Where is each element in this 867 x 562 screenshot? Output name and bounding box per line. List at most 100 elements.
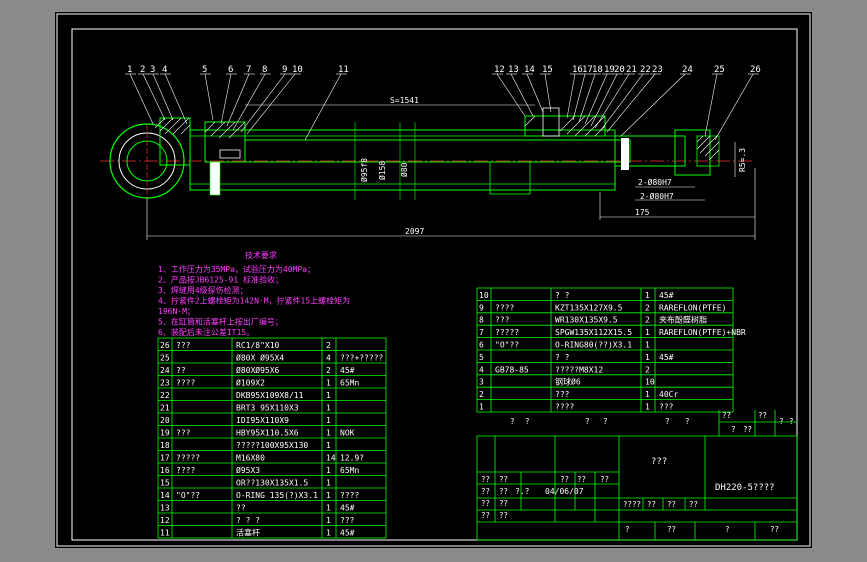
rear-head-hatch [154,117,191,135]
callout-25: 25 [714,65,725,75]
bom-cell-qty: 1 [645,390,650,399]
bom-cell-name: ? ? [555,291,570,300]
title-cell: ? [625,525,630,534]
bom-cell-mat: ???+????? [340,354,384,363]
bom-cell-name: SPGW135X112X15.5 [555,328,632,337]
callout-21: 21 [626,65,637,75]
title-cell: ?? [481,487,490,496]
bom-cell-name: 钢球Ø6 [555,377,581,387]
bom-cell-qty: 1 [326,416,331,425]
callout-23: 23 [652,65,663,75]
gland-bolt [542,107,560,137]
cylinder-tube [189,129,616,191]
bom-cell-name: ? ? [555,353,570,362]
title-cell: ?? [689,500,698,509]
bom-cell-code: ??? [176,429,191,438]
inner-border [71,28,798,541]
bom-cell-code: GB78-85 [495,365,529,374]
bom-cell-name: Ø80X Ø95X4 [236,353,284,363]
callout-6: 6 [228,65,233,75]
bom-cell-no: 11 [160,529,170,538]
bom-cell-qty: 2 [645,303,650,312]
bom-cell-mat: ??? [340,516,355,525]
callout-14: 14 [524,65,535,75]
rod-eye-hatch [696,135,720,161]
bom-cell-name: KZT135X127X9.5 [555,303,623,312]
bom-cell-qty: 1 [645,353,650,362]
title-cell: ? [725,525,730,534]
cylinder-assembly [100,73,756,240]
bom-cell-mat: RAREFLON(PTFE) [659,303,726,312]
bom-cell-qty: 1 [326,479,331,488]
bom-cell-code: ?? [176,366,186,375]
tech-req-heading: 技术要求 [245,250,277,260]
callout-17: 17 [582,65,593,75]
rod-eye [674,129,711,176]
bom-cell-qty: 1 [326,404,331,413]
callout-19: 19 [604,65,615,75]
bom-cell-code: ???? [176,379,195,388]
bom-cell-qty: 1 [326,504,331,513]
date: 04/06/07 [545,487,584,496]
title-cell: ?? [499,487,508,496]
dim-pin: 2-Ø80H7 [638,177,672,187]
bom-cell-no: 1 [479,403,484,412]
title-cell: ? [779,417,784,426]
bom-cell-qty: 14 [326,454,336,463]
technical-requirements: 技术要求 1、工作压力为35MPa，试验压力为40MPa；2、产品按JB6125… [158,250,350,337]
bom-cell-no: 16 [160,466,170,475]
callout-26: 26 [750,65,761,75]
bore-dia-2: Ø80 [399,162,409,177]
bom-cell-qty: 1 [326,441,331,450]
title-cell: ?? [758,411,767,420]
title-cell: ?? [743,425,752,434]
bom-cell-mat: 65Mn [340,379,359,388]
callout-1: 1 [127,65,132,75]
title-cell: ?? [481,511,490,520]
title-cell: ? [603,417,608,426]
callout-8: 8 [262,65,267,75]
bom-cell-no: 9 [479,303,484,312]
callout-22: 22 [640,65,651,75]
gland-hatch [524,115,606,137]
bom-cell-code: "O"?? [495,341,519,350]
tech-req-line: 1、工作压力为35MPa，试验压力为40MPa； [158,264,315,274]
bom-cell-name: DKB95X109X8/11 [236,391,304,400]
bom-cell-code: "O"?? [176,491,200,500]
stroke-dim: S=1541 [390,96,419,105]
bom-cell-qty: 1 [326,529,331,538]
bom-cell-name: RC1/8"X10 [236,341,280,350]
bom-cell-name: ? ? ? [236,516,260,525]
bom-cell-name: ?????100X95X130 [236,441,308,450]
callout-16: 16 [572,65,583,75]
bom-cell-name: IDI95X110X9 [236,416,289,425]
bom-cell-no: 19 [160,429,170,438]
bom-cell-name: BRT3 95X110X3 [236,404,299,413]
dim-pin-2: 2-Ø80H7 [640,191,674,201]
callout-10: 10 [292,65,303,75]
callout-2: 2 [140,65,145,75]
bom-cell-code: ??? [495,316,510,325]
tech-req-line: 3、焊缝用4级探伤检测； [158,285,248,295]
tech-req-line: 2、产品按JB6125-91 标准验收； [158,275,283,285]
bom-cell-no: 20 [160,416,170,425]
dim-r: R5=.3 [738,148,747,172]
callout-leaders [129,73,754,141]
bom-cell-no: 4 [479,365,484,374]
bom-cell-qty: 1 [326,429,331,438]
bom-cell-name: Ø109X2 [236,378,265,388]
bom-cell-qty: 2 [326,341,331,350]
bom-cell-mat: 45# [659,291,674,300]
callout-15: 15 [542,65,553,75]
callout-20: 20 [614,65,625,75]
bom-cell-qty: 2 [645,316,650,325]
total-length-dim: 2097 [405,227,424,236]
title-cell: ?? [667,500,676,509]
callout-5: 5 [202,65,207,75]
bom-cell-name: Ø80XØ95X6 [236,365,280,375]
bom-cell-no: 18 [160,441,170,450]
drawing-number: DH220-5???? [715,483,775,493]
bom-cell-mat: 45# [340,366,355,375]
